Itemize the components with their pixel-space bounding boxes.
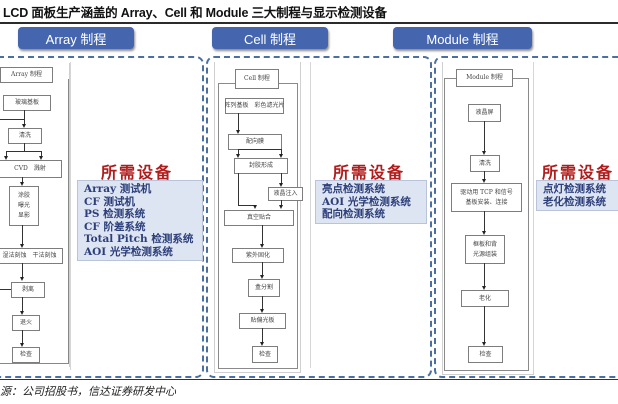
module-flow-header: Module 制程 bbox=[456, 69, 513, 87]
equipment-item: Total Pitch 检测系统 bbox=[84, 233, 194, 245]
equipment-item: 配向检测系统 bbox=[322, 208, 385, 220]
cell-step-cell-cutting: 盒分割 bbox=[248, 279, 280, 297]
array-step-glass-substrate: 玻璃基板 bbox=[3, 95, 51, 111]
cell-step-vacuum-bonding: 真空贴合 bbox=[224, 210, 294, 226]
array-step-photolithography: 涂胶 曝光 显影 bbox=[9, 186, 39, 226]
cell-panel bbox=[206, 56, 432, 378]
module-step-aging: 老化 bbox=[461, 290, 509, 307]
array-step-inspection: 检查 bbox=[12, 347, 40, 363]
array-step-stripping: 剥离 bbox=[11, 282, 45, 298]
module-equipment-list: 点灯检测系统 老化检测系统 bbox=[536, 180, 618, 211]
array-step-annealing: 退火 bbox=[12, 315, 40, 331]
array-step-cleaning: 清洗 bbox=[8, 128, 42, 144]
equipment-item: AOI 光学检测系统 bbox=[322, 195, 411, 208]
equipment-item: AOI 光学检测系统 bbox=[84, 245, 173, 258]
cell-step-seal-forming: 封胶形成 bbox=[234, 158, 288, 174]
cell-step-polarizer: 贴偏光板 bbox=[239, 313, 286, 329]
array-equipment-list: Array 测试机 CF 测试机 PS 检测系统 CF 阶差系统 Total P… bbox=[77, 180, 203, 261]
array-step-cvd-sputtering: CVD 溅射 bbox=[0, 160, 62, 178]
cell-required-title: 所需设备 bbox=[333, 163, 406, 182]
phase-header-cell: Cell 制程 bbox=[212, 27, 328, 49]
equipment-item: 老化检测系统 bbox=[543, 195, 606, 208]
cell-step-alignment-film: 配向膜 bbox=[228, 134, 282, 150]
cell-step-lc-injection: 液晶注入 bbox=[268, 187, 303, 201]
array-flow-header: Array 制程 bbox=[0, 67, 53, 83]
equipment-item: 亮点检测系统 bbox=[322, 183, 385, 195]
source-note: 源：公司招股书，信达证券研发中心 bbox=[0, 385, 176, 398]
module-step-lcd-screen: 液晶屏 bbox=[468, 104, 501, 122]
phase-header-module: Module 制程 bbox=[393, 27, 532, 49]
array-step-etching: 湿法刻蚀 干法刻蚀 bbox=[0, 248, 63, 264]
module-step-inspection: 检查 bbox=[468, 346, 503, 363]
module-separator bbox=[533, 62, 534, 370]
module-step-tcp-mounting: 驱动用 TCP 和信号 基板安装、连接 bbox=[451, 183, 522, 212]
module-step-cleaning: 清洗 bbox=[470, 155, 500, 172]
cell-step-inspection: 检查 bbox=[252, 346, 278, 363]
equipment-item: 点灯检测系统 bbox=[543, 183, 606, 195]
equipment-item: CF 测试机 bbox=[84, 195, 135, 208]
phase-header-array: Array 制程 bbox=[18, 27, 134, 49]
array-separator bbox=[70, 62, 71, 370]
module-step-backlight-assembly: 框板和背 光源组装 bbox=[465, 235, 505, 264]
cell-flow-header: Cell 制程 bbox=[235, 69, 279, 89]
array-required-title: 所需设备 bbox=[101, 163, 174, 182]
page-title: LCD 面板生产涵盖的 Array、Cell 和 Module 三大制程与显示检… bbox=[3, 6, 387, 20]
bottom-divider bbox=[0, 379, 618, 380]
equipment-item: CF 阶差系统 bbox=[84, 220, 146, 233]
module-required-title: 所需设备 bbox=[542, 163, 615, 182]
array-panel bbox=[0, 56, 204, 378]
cell-equipment-list: 亮点检测系统 AOI 光学检测系统 配向检测系统 bbox=[315, 180, 427, 224]
equipment-item: PS 检测系统 bbox=[84, 208, 146, 220]
cell-step-uv-curing: 紫外固化 bbox=[232, 248, 284, 263]
title-divider bbox=[0, 22, 618, 24]
module-panel bbox=[434, 56, 618, 378]
cell-step-substrates: 阵列基板 彩色滤光片 bbox=[225, 98, 285, 114]
equipment-item: Array 测试机 bbox=[84, 183, 152, 195]
cell-separator bbox=[310, 62, 311, 368]
